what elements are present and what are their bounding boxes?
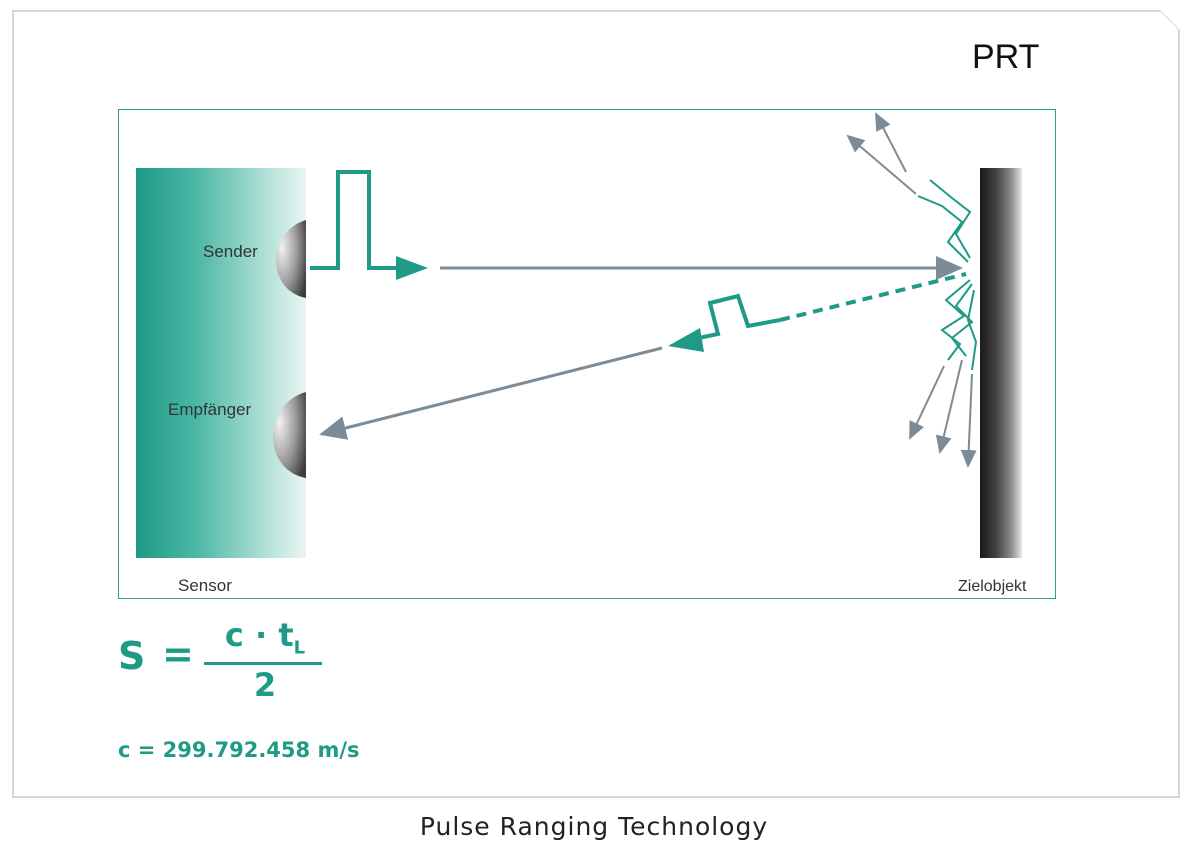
sender-lens bbox=[276, 220, 306, 298]
formula-subscript: L bbox=[293, 637, 306, 659]
returning-pulse-dashes bbox=[779, 272, 967, 322]
diagram-frame bbox=[118, 109, 1056, 599]
formula-lhs: S bbox=[118, 634, 146, 678]
downward-scatter bbox=[909, 279, 978, 468]
formula-fraction-bar bbox=[204, 662, 322, 665]
returning-pulse-arrowhead bbox=[668, 328, 704, 352]
distance-formula: S = c · tL 2 bbox=[118, 616, 358, 706]
folded-corner bbox=[1160, 10, 1180, 30]
figure-caption: Pulse Ranging Technology bbox=[419, 812, 769, 841]
speed-of-light-constant: c = 299.792.458 m/s bbox=[118, 738, 360, 762]
emitted-pulse bbox=[310, 170, 402, 270]
emitted-pulse-arrowhead bbox=[396, 256, 428, 280]
returning-pulse bbox=[693, 293, 781, 341]
return-beam bbox=[319, 346, 663, 440]
diagram-title: PRT bbox=[972, 38, 1040, 76]
formula-denominator: 2 bbox=[253, 666, 277, 704]
formula-numerator-text: c · t bbox=[224, 616, 294, 654]
target-object bbox=[980, 168, 1022, 558]
sensor-block bbox=[136, 168, 306, 558]
sender-label: Sender bbox=[203, 242, 258, 261]
target-label: Zielobjekt bbox=[958, 578, 1027, 595]
formula-numerator: c · tL bbox=[210, 616, 320, 658]
formula-equals: = bbox=[162, 632, 194, 676]
upward-scatter bbox=[846, 112, 972, 263]
sensor-label: Sensor bbox=[178, 576, 232, 595]
receiver-label: Empfänger bbox=[168, 400, 252, 419]
receiver-lens bbox=[273, 392, 306, 478]
